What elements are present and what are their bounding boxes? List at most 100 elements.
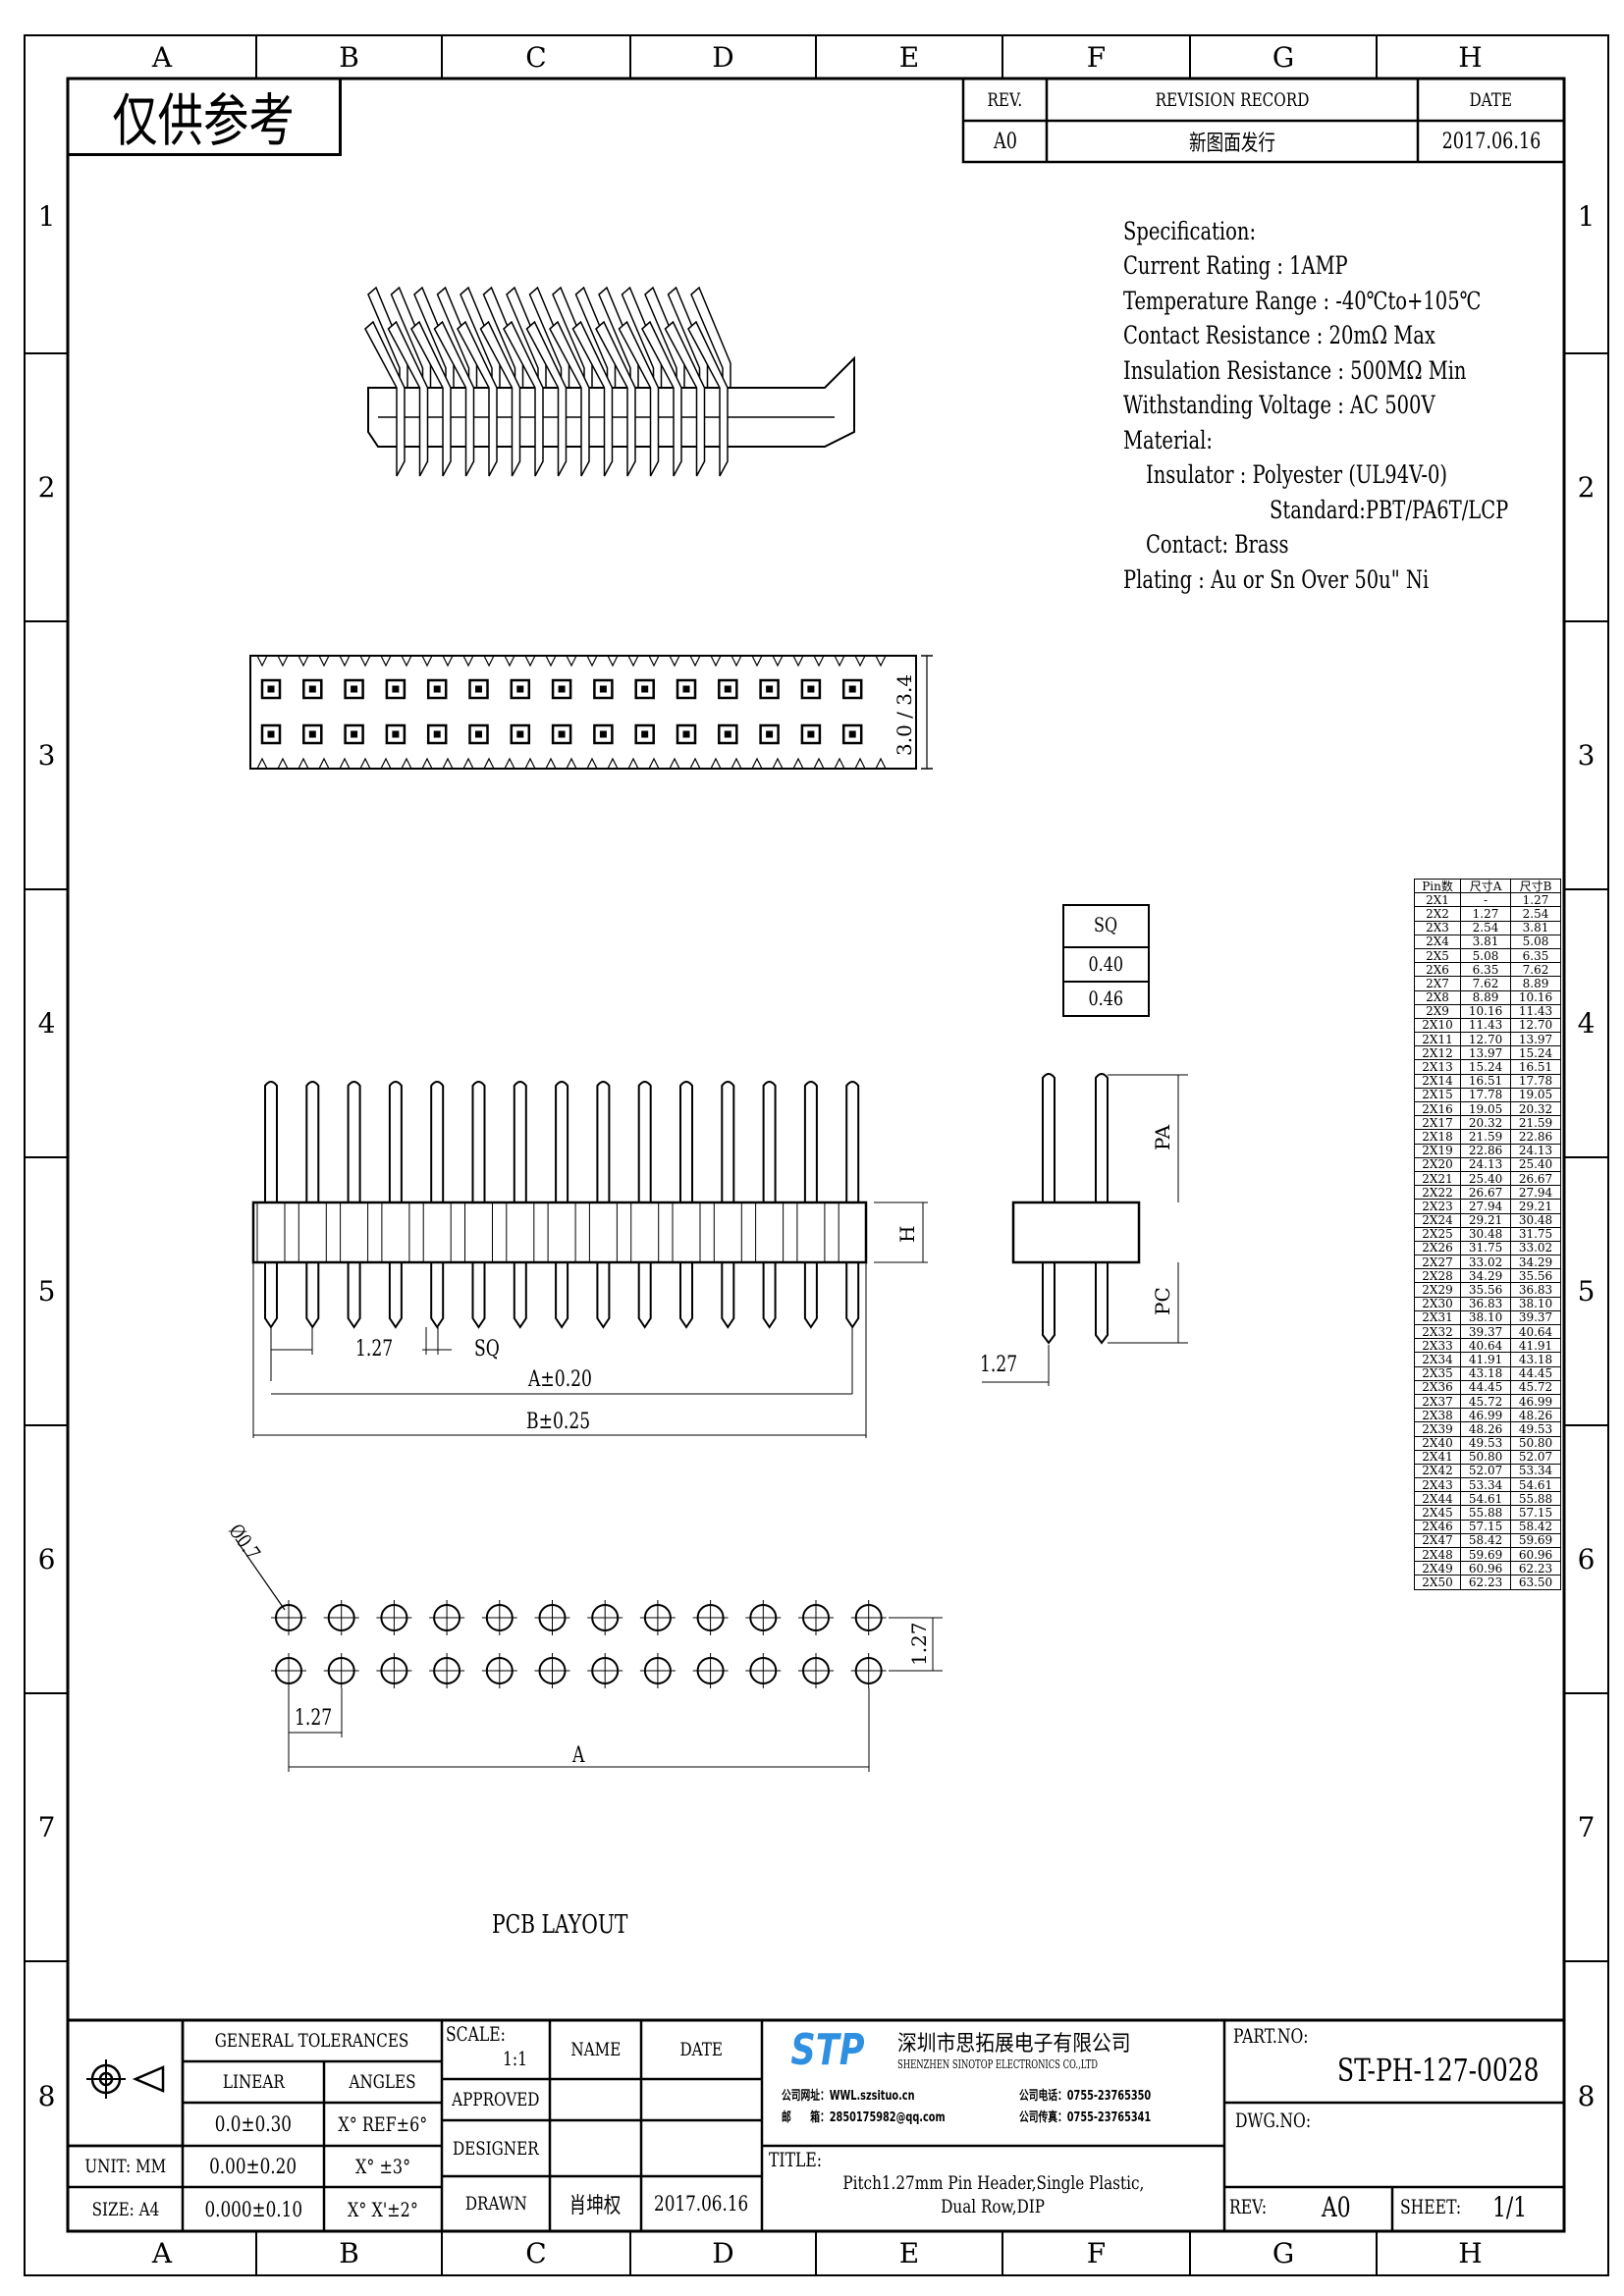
row-label-7: 7	[1577, 1811, 1596, 1843]
sq-dim: SQ	[474, 1337, 500, 1362]
b-dim: B±0.25	[526, 1410, 591, 1434]
scale-label: SCALE:	[446, 2022, 506, 2046]
top-pin-core	[599, 730, 607, 738]
dim-b-cell: 15.24	[1510, 1045, 1561, 1061]
top-pin-square	[718, 723, 738, 745]
dim-b-cell: 38.10	[1510, 1296, 1561, 1311]
top-notch	[421, 757, 433, 770]
col-dim-a: 尺寸A	[1460, 878, 1512, 894]
side-body	[1011, 1201, 1141, 1264]
pin-count-cell: 2X14	[1413, 1073, 1462, 1089]
top-pin-core	[267, 685, 275, 693]
pin-count-cell: 2X29	[1413, 1282, 1462, 1298]
side-pin	[1042, 1073, 1056, 1345]
top-pin-core	[807, 730, 815, 738]
revision-description: 新图面发行	[1188, 132, 1275, 156]
top-pin-square	[510, 723, 531, 745]
dim-b-cell: 55.88	[1510, 1491, 1561, 1507]
dim-b-cell: 10.16	[1510, 989, 1561, 1005]
top-notch	[524, 757, 536, 770]
dim-b-cell: 19.05	[1510, 1087, 1561, 1103]
dim-b-cell: 50.80	[1510, 1435, 1561, 1451]
dim-a-cell: 11.43	[1460, 1017, 1512, 1034]
top-pin-core	[682, 685, 690, 693]
top-pin-core	[682, 730, 690, 738]
row-label-5: 5	[1577, 1275, 1596, 1308]
top-notch	[566, 757, 577, 770]
top-notch	[607, 655, 619, 667]
dim-a-cell: 21.59	[1460, 1129, 1512, 1145]
top-notch	[256, 655, 268, 667]
dim-a-cell: 62.23	[1460, 1575, 1512, 1590]
pa-dim: PA	[1151, 1124, 1174, 1150]
top-pin-square	[426, 678, 448, 700]
top-notch	[792, 655, 804, 667]
dim-b-cell: 25.40	[1510, 1156, 1561, 1172]
column-label-F: F	[1086, 2236, 1107, 2269]
dim-b-cell: 24.13	[1510, 1143, 1561, 1158]
dim-a-cell: 3.81	[1460, 934, 1512, 949]
spec-insulator: Insulator : Polyester (UL94V-0)	[1146, 460, 1448, 489]
top-notch	[277, 757, 289, 770]
dim-a-cell: -	[1460, 892, 1512, 908]
top-notch	[648, 655, 660, 667]
iso-pin-front	[641, 320, 682, 477]
a-dim: A±0.20	[528, 1367, 592, 1392]
dim-b-cell: 34.29	[1510, 1255, 1561, 1270]
company-email: 邮 箱：2850175982@qq.com	[782, 2110, 946, 2125]
iso-pin-front	[410, 320, 452, 477]
top-notch	[731, 757, 742, 770]
dim-a-cell: 25.40	[1460, 1170, 1512, 1187]
dim-b-cell: 33.02	[1510, 1240, 1561, 1256]
top-notch	[772, 757, 784, 770]
top-pin-square	[510, 678, 531, 700]
pin-count-cell: 2X49	[1413, 1561, 1462, 1576]
spec-temperature: Temperature Range : -40℃to+105℃	[1123, 287, 1482, 315]
pin-count-cell: 2X24	[1413, 1212, 1462, 1228]
revision-record-header: REVISION RECORD	[1155, 88, 1310, 111]
top-notch	[277, 655, 289, 667]
top-notch	[875, 757, 887, 770]
pc-dim: PC	[1151, 1287, 1174, 1315]
top-pin-core	[308, 730, 316, 738]
top-pin-square	[841, 678, 863, 700]
top-pin-core	[516, 685, 524, 693]
projection-cone-icon	[132, 2065, 165, 2093]
dim-a-cell: 12.70	[1460, 1032, 1512, 1047]
pin-count-cell: 2X48	[1413, 1546, 1462, 1563]
pin-count-cell: 2X36	[1413, 1379, 1462, 1395]
top-pin-square	[302, 723, 323, 745]
spec-contact-resistance: Contact Resistance : 20mΩ Max	[1123, 321, 1435, 349]
pin-count-cell: 2X26	[1413, 1240, 1462, 1256]
pin-count-cell: 2X39	[1413, 1421, 1462, 1437]
top-pin-core	[724, 730, 731, 738]
top-notch	[751, 757, 763, 770]
top-pin-square	[385, 723, 406, 745]
top-pin-core	[558, 730, 566, 738]
iso-pin-front	[687, 320, 729, 477]
hole-leader	[235, 1538, 286, 1611]
date-col-header: DATE	[679, 2039, 724, 2060]
front-pin	[845, 1081, 860, 1329]
top-pin-core	[766, 685, 774, 693]
dim-b-cell: 43.18	[1510, 1352, 1561, 1367]
top-notch	[586, 655, 598, 667]
dim-b-cell: 36.83	[1510, 1282, 1561, 1298]
dim-a-cell: 7.62	[1460, 976, 1512, 991]
top-notch	[689, 757, 701, 770]
company-name-en: SHENZHEN SINOTOP ELECTRONICS CO.,LTD	[897, 2057, 1098, 2071]
title-line-1: Pitch1.27mm Pin Header,Single Plastic,	[842, 2172, 1144, 2194]
column-label-B: B	[339, 40, 359, 74]
iso-pin-front	[525, 320, 568, 477]
top-notch	[442, 757, 454, 770]
row-label-4: 4	[37, 1007, 56, 1040]
